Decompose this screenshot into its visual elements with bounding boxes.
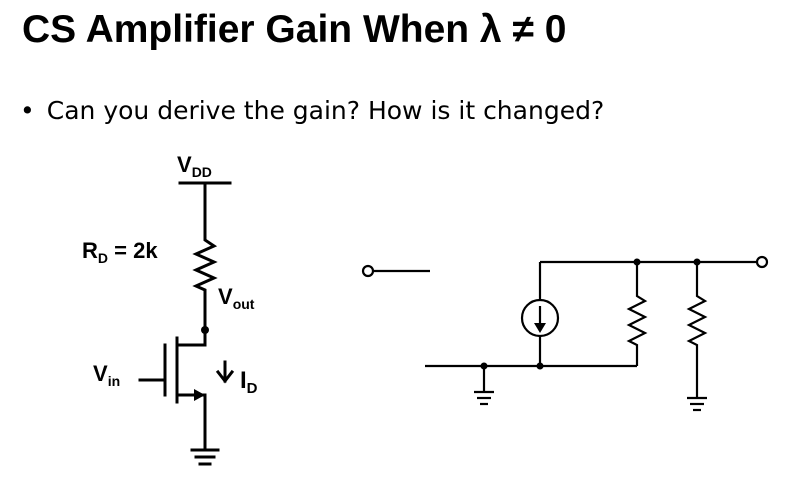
bullet-item: • Can you derive the gain? How is it cha…	[20, 96, 604, 125]
rd-resistor	[192, 230, 218, 300]
current-source-arrow-head	[534, 323, 546, 333]
junction-dot	[693, 258, 701, 266]
source-arrow-icon	[194, 389, 205, 401]
input-terminal	[361, 264, 375, 278]
output-terminal	[755, 255, 769, 269]
vout-label: Vout	[218, 284, 255, 312]
junction-dot	[480, 362, 488, 370]
resistor1	[626, 290, 648, 350]
bullet-icon: •	[20, 96, 35, 125]
rd-label: RD = 2k	[82, 238, 158, 266]
vin-label: Vin	[93, 361, 120, 389]
vdd-label: VDD	[177, 152, 212, 180]
bullet-text: Can you derive the gain? How is it chang…	[46, 96, 605, 125]
junction-dot	[536, 362, 544, 370]
vout-node	[201, 326, 209, 334]
slide-title: CS Amplifier Gain When λ ≠ 0	[22, 8, 567, 51]
resistor2	[686, 290, 708, 352]
junction-dot	[633, 258, 641, 266]
id-label: ID	[240, 367, 258, 397]
